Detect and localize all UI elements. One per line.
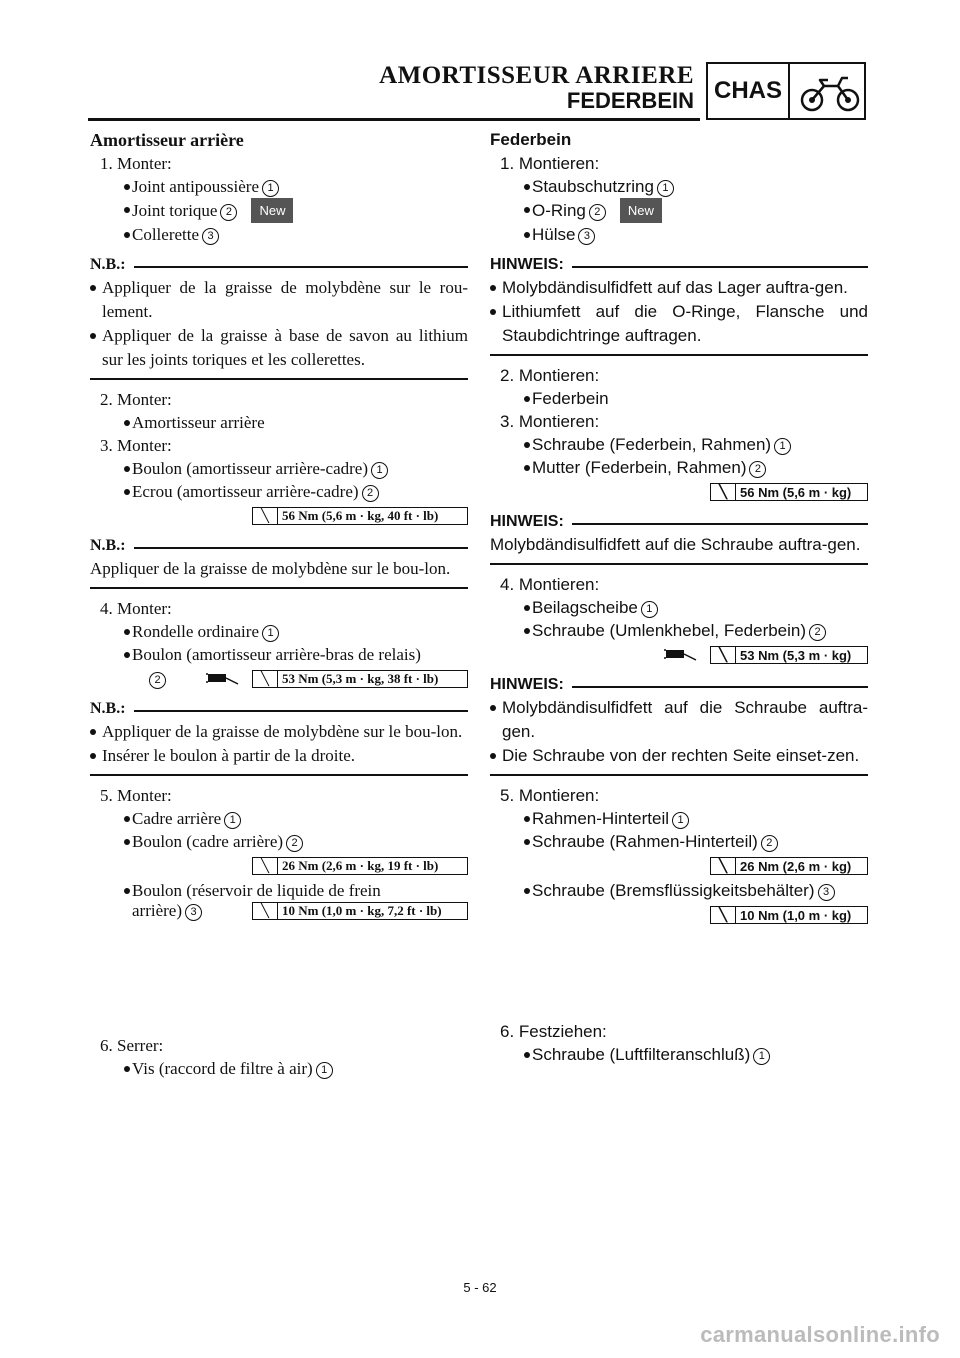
wrench-icon: ╲: [253, 671, 278, 687]
header-title-fr: AMORTISSEUR ARRIERE: [379, 62, 694, 89]
fr-step-2: 2. Monter:: [100, 390, 172, 409]
header-title-de: FEDERBEIN: [566, 88, 694, 113]
header-rule: [88, 118, 700, 121]
fr-step-6-item-1: Vis (raccord de filtre à air)1: [90, 1057, 468, 1080]
de-note-3: HINWEIS: Molybdändisulfidfett auf die Sc…: [490, 674, 868, 776]
fr-step-6: 6. Serrer:: [100, 1036, 164, 1055]
torque-spec: ╲26 Nm (2,6 m · kg): [710, 857, 868, 875]
de-step-6-item-1: Schraube (Luftfilteranschluß)1: [490, 1043, 868, 1066]
wrench-icon: ╲: [711, 484, 736, 500]
torque-spec: ╲10 Nm (1,0 m · kg): [710, 906, 868, 924]
de-step-3-item-1: Schraube (Federbein, Rahmen)1: [490, 433, 868, 456]
wrench-icon: ╲: [253, 508, 278, 524]
de-step-3: 3. Montieren:: [500, 412, 600, 431]
grease-icon: [204, 672, 242, 686]
wrench-icon: ╲: [711, 907, 736, 923]
new-badge: New: [251, 198, 294, 223]
fr-title: Amortisseur arrière: [90, 130, 244, 150]
section-label: CHAS: [708, 64, 790, 118]
torque-spec: ╲53 Nm (5,3 m · kg, 38 ft · lb): [252, 670, 468, 688]
fr-step-3-item-2: Ecrou (amortisseur arrière-cadre)2: [90, 480, 468, 503]
fr-step-1: 1. Monter:: [100, 154, 172, 173]
french-column: Amortisseur arrière 1. Monter: Joint ant…: [90, 130, 468, 1080]
fr-step-2-item-1: Amortisseur arrière: [90, 411, 468, 434]
torque-spec: ╲53 Nm (5,3 m · kg): [710, 646, 868, 664]
wrench-icon: ╲: [253, 858, 278, 874]
wrench-icon: ╲: [711, 647, 736, 663]
de-step-2: 2. Montieren:: [500, 366, 600, 385]
wrench-icon: ╲: [711, 858, 736, 874]
motorcycle-icon: [800, 76, 860, 112]
watermark: carmanualsonline.info: [700, 1322, 940, 1347]
de-note-1: HINWEIS: Molybdändisulfidfett auf das La…: [490, 254, 868, 356]
fr-step-3: 3. Monter:: [100, 436, 172, 455]
section-badge: CHAS: [706, 62, 866, 120]
de-step-3-item-2: Mutter (Federbein, Rahmen)2: [490, 456, 868, 479]
torque-spec: ╲56 Nm (5,6 m · kg): [710, 483, 868, 501]
fr-note-1: N.B.: Appliquer de la graisse de molybdè…: [90, 254, 468, 380]
de-step-2-item-1: Federbein: [490, 387, 868, 410]
fr-note-2: N.B.: Appliquer de la graisse de molybdè…: [90, 535, 468, 589]
fr-step-3-item-1: Boulon (amortisseur arrière-cadre)1: [90, 457, 468, 480]
torque-spec: ╲10 Nm (1,0 m · kg, 7,2 ft · lb): [252, 902, 468, 920]
fr-step-5-item-3: Boulon (réservoir de liquide de frein: [90, 879, 468, 902]
fr-step-5-item-2: Boulon (cadre arrière)2: [90, 830, 468, 853]
de-step-6: 6. Festziehen:: [500, 1022, 607, 1041]
page-number: 5 - 62: [463, 1280, 497, 1295]
wrench-icon: ╲: [253, 903, 278, 919]
fr-step-5: 5. Monter:: [100, 786, 172, 805]
de-title: Federbein: [490, 130, 572, 149]
de-step-1: 1. Montieren:: [500, 154, 600, 173]
torque-spec: ╲26 Nm (2,6 m · kg, 19 ft · lb): [252, 857, 468, 875]
de-step-4: 4. Montieren:: [500, 575, 600, 594]
de-step-4-item-2: Schraube (Umlenkhebel, Federbein)2: [490, 619, 868, 642]
new-badge: New: [619, 198, 662, 223]
fr-step-4: 4. Monter:: [100, 599, 172, 618]
de-step-5-item-2: Schraube (Rahmen-Hinterteil)2: [490, 830, 868, 853]
de-step-5: 5. Montieren:: [500, 786, 600, 805]
torque-spec: ╲56 Nm (5,6 m · kg, 40 ft · lb): [252, 507, 468, 525]
grease-icon: [662, 648, 700, 662]
de-step-5-item-3: Schraube (Bremsflüssigkeitsbehälter)3: [490, 879, 868, 902]
de-note-2: HINWEIS: Molybdändisulfidfett auf die Sc…: [490, 511, 868, 565]
fr-note-3: N.B.: Appliquer de la graisse de molybdè…: [90, 698, 468, 776]
fr-step-4-item-2: Boulon (amortisseur arrière-bras de rela…: [90, 643, 468, 666]
